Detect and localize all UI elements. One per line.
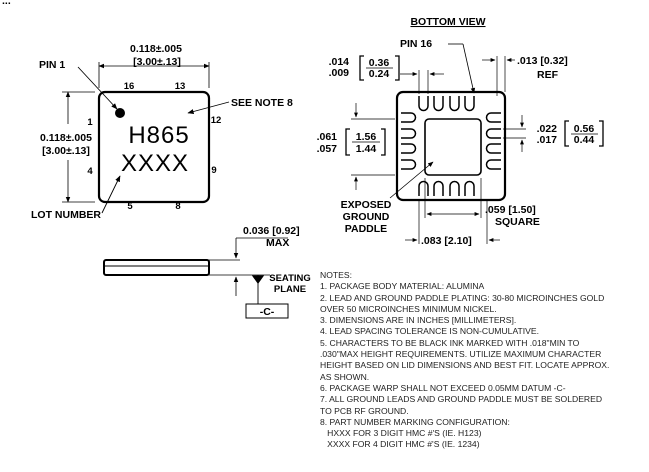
note-line: OVER 50 MICROINCHES MINIMUM NICKEL. <box>320 303 497 314</box>
pin-number-12: 12 <box>211 115 222 126</box>
pin-number-5: 5 <box>127 201 133 212</box>
pitch-mm-top: 0.56 <box>574 123 595 135</box>
pitch-mm-bottom: 0.44 <box>574 134 595 146</box>
pad-right-3 <box>485 143 501 154</box>
marking-line1: H865 <box>128 122 189 149</box>
pad-top-3 <box>449 96 460 112</box>
note-line: 4. LEAD SPACING TOLERANCE IS NON-CUMULAT… <box>320 326 540 337</box>
pad-width-mm-top: 0.36 <box>369 57 390 69</box>
pad-bottom-1 <box>418 180 429 196</box>
paddle-bracket <box>345 128 386 156</box>
pad-left-1 <box>401 112 417 123</box>
height-dim-mm: [3.00±.13] <box>42 145 90 157</box>
note-line: 3. DIMENSIONS ARE IN INCHES [MILLIMETERS… <box>320 315 517 326</box>
square-label: SQUARE <box>495 216 540 228</box>
note-line: .030"MAX HEIGHT REQUIREMENTS. UTILIZE MA… <box>320 349 602 360</box>
exposed-paddle <box>424 118 482 176</box>
package-body-top <box>97 90 211 204</box>
pitch-bracket <box>564 120 604 147</box>
datum-box <box>245 303 289 319</box>
pad-right-1 <box>485 112 501 123</box>
side-view <box>103 237 289 319</box>
paddle-in-top: .061 <box>317 131 338 143</box>
note-line: 5. CHARACTERS TO BE BLACK INK MARKED WIT… <box>320 337 580 348</box>
note-line: AS SHOWN. <box>320 371 370 382</box>
pin-number-9: 9 <box>211 165 216 176</box>
package-body-side <box>103 259 210 276</box>
ground-label: GROUND <box>343 211 390 223</box>
bottom-view-title: BOTTOM VIEW <box>410 16 485 28</box>
pitch-in-bottom: .017 <box>537 134 558 146</box>
paddle-mm-bottom: 1.44 <box>356 143 377 155</box>
note-line: HXXX FOR 3 DIGIT HMC #'S (IE. H123) <box>320 428 482 439</box>
pad-right-2 <box>485 128 501 139</box>
pad-left-3 <box>401 143 417 154</box>
lot-number-label: LOT NUMBER <box>31 209 101 221</box>
note-line: 7. ALL GROUND LEADS AND GROUND PADDLE MU… <box>320 394 603 405</box>
pin16-label: PIN 16 <box>400 38 432 50</box>
top-view <box>62 62 230 214</box>
pad-left-2 <box>401 128 417 139</box>
pad-bottom-4 <box>464 180 475 196</box>
side-max-label: MAX <box>266 237 289 249</box>
datum-label: -C- <box>260 306 275 318</box>
pad-width-bracket <box>359 55 400 81</box>
pin-number-4: 4 <box>87 166 93 177</box>
pitch-in-top: .022 <box>537 123 558 135</box>
pad-width-in-bottom: .009 <box>329 67 350 79</box>
pad-top-2 <box>433 96 444 112</box>
pad-top-1 <box>418 96 429 112</box>
pad-top-4 <box>464 96 475 112</box>
pin1-label: PIN 1 <box>39 59 65 71</box>
seating-label: SEATING <box>269 273 311 284</box>
exposed-label: EXPOSED <box>341 199 392 211</box>
bottom-view <box>351 43 526 244</box>
note-line: 1. PACKAGE BODY MATERIAL: ALUMINA <box>320 281 485 292</box>
pad-left-4 <box>401 159 417 170</box>
pad-width-in-top: .014 <box>329 56 350 68</box>
pad-right-4 <box>485 159 501 170</box>
note-line: 8. PART NUMBER MARKING CONFIGURATION: <box>320 416 510 427</box>
notes-heading: NOTES: <box>320 270 352 280</box>
note-line: 2. LEAD AND GROUND PADDLE PLATING: 30-80… <box>320 292 605 303</box>
pad-width-mm-bottom: 0.24 <box>369 68 390 80</box>
side-height-dim: 0.036 [0.92] <box>243 225 300 237</box>
note-line: 6. PACKAGE WARP SHALL NOT EXCEED 0.05MM … <box>320 382 566 393</box>
pin-number-1: 1 <box>87 117 93 128</box>
pad-bottom-2 <box>433 180 444 196</box>
marking-line2: XXXX <box>121 150 189 177</box>
notes-block: NOTES: 1. PACKAGE BODY MATERIAL: ALUMINA… <box>320 270 645 451</box>
paddle-label: PADDLE <box>345 223 387 235</box>
plane-label: PLANE <box>274 284 306 295</box>
note-line: HEIGHT BASED ON LID DIMENSIONS AND BEST … <box>320 360 610 371</box>
square-dim: .059 [1.50] <box>485 204 536 216</box>
span-dim: .083 [2.10] <box>421 235 472 247</box>
see-note-label: SEE NOTE 8 <box>231 97 293 109</box>
width-dim-mm: [3.00±.13] <box>133 56 181 68</box>
note-line: TO PCB RF GROUND. <box>320 405 409 416</box>
ref-dim: .013 [0.32] <box>517 55 568 67</box>
height-dim: 0.118±.005 <box>40 132 92 144</box>
pin1-dot <box>115 108 125 118</box>
cropped-heading: ... <box>2 0 11 7</box>
width-dim: 0.118±.005 <box>130 43 182 55</box>
pin-number-13: 13 <box>175 81 186 92</box>
note-line: XXXX FOR 4 DIGIT HMC #'S (IE. 1234) <box>320 439 480 450</box>
paddle-mm-top: 1.56 <box>356 131 377 143</box>
paddle-in-bottom: .057 <box>317 143 338 155</box>
package-body-bottom <box>395 90 507 202</box>
pin-number-8: 8 <box>175 201 180 212</box>
ref-label: REF <box>537 69 559 81</box>
pin-number-16: 16 <box>124 81 135 92</box>
pad-bottom-3 <box>449 180 460 196</box>
